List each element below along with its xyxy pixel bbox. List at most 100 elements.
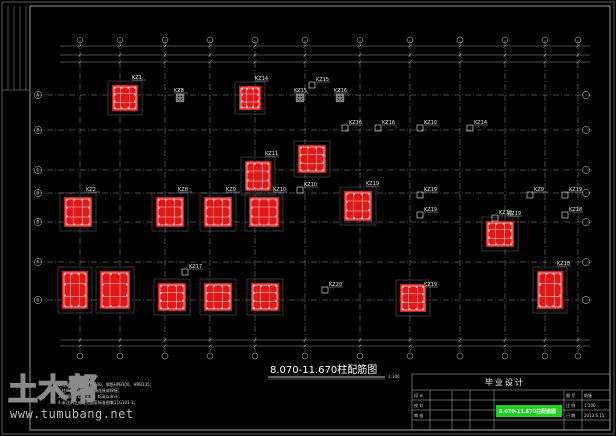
rebar-dot: [180, 199, 182, 201]
rebar-dot: [180, 223, 182, 225]
rebar-dot: [158, 215, 160, 217]
rebar-dot: [126, 305, 128, 307]
rebar-dot: [64, 305, 66, 307]
rebar-dot: [267, 171, 269, 173]
rebar-dot: [342, 94, 344, 96]
axis-bubble: [161, 352, 169, 360]
column-stirrup: [487, 222, 513, 246]
column-dim-frame: [199, 278, 237, 316]
rebar-dot: [251, 199, 253, 201]
column-concrete: [62, 271, 88, 309]
column-label: KZ10: [304, 182, 317, 188]
column-marker: [296, 186, 304, 194]
rebar-dot: [346, 217, 348, 219]
dimension-tick: [408, 60, 412, 64]
dimension-tick: [543, 338, 547, 342]
rebar-dot: [296, 94, 298, 96]
column-marker: [491, 214, 499, 222]
dimension-tick: [303, 53, 307, 57]
column-label: KZ1: [132, 75, 142, 81]
column-marker: [416, 191, 424, 199]
axis-bubble: [206, 36, 214, 44]
dimension-tick: [78, 60, 82, 64]
rebar-dot: [228, 223, 230, 225]
column-label: KZ8: [178, 187, 188, 193]
rebar-dot: [267, 187, 269, 189]
column-concrete: [100, 271, 130, 309]
rebar-dot: [64, 273, 66, 275]
rebar-dot: [488, 223, 490, 225]
dimension-tick: [503, 53, 507, 57]
rebar-dot: [302, 98, 304, 100]
axis-bubble: [574, 352, 582, 360]
rebar-dot: [180, 207, 182, 209]
rebar-dot: [158, 207, 160, 209]
column-dim-frame: [240, 156, 276, 196]
rebar-dot: [134, 100, 136, 103]
axis-bubble: [34, 296, 42, 304]
dimension-lines: [60, 44, 590, 348]
column-stirrup: [205, 198, 231, 226]
tb-cell-9: 2013.6.15: [584, 413, 605, 418]
rebar-dot: [510, 229, 512, 232]
rebar-dot: [228, 307, 230, 309]
rebar-dot: [322, 161, 324, 164]
rebar-dot: [247, 179, 249, 181]
rebar-dot: [253, 299, 255, 302]
rebar-dot: [126, 283, 128, 286]
dimension-tick: [543, 60, 547, 64]
watermark-logo: 土木帮: [8, 373, 98, 408]
axis-bubble: [582, 296, 590, 304]
note-2: 2.柱纵筋连接采用机械连接或焊接；: [58, 387, 122, 393]
rebar-dot: [247, 171, 249, 173]
rebar-dot: [160, 292, 162, 295]
rebar-dot: [296, 98, 298, 100]
axis-label: F: [37, 260, 40, 265]
rebar-dot: [251, 88, 254, 90]
axis-bubble: [356, 352, 364, 360]
axis-bubble: [501, 352, 509, 360]
column-marker: [526, 191, 534, 199]
rebar-dot: [172, 199, 175, 201]
column-dim-frame: [293, 140, 331, 178]
rebar-dot: [114, 100, 116, 103]
column-section: [240, 156, 276, 196]
column-label: KZ20: [329, 282, 342, 288]
rebar-dot: [247, 163, 249, 165]
rebar-dot: [176, 94, 178, 96]
axis-bubble: [161, 36, 169, 44]
rebar-dot: [336, 98, 338, 100]
dimension-tick: [543, 44, 547, 48]
column-section: [199, 192, 237, 232]
column-dim-frame: [234, 81, 266, 115]
rebar-dot: [80, 223, 83, 225]
rebar-dot: [167, 285, 170, 287]
rebar-dot: [353, 193, 356, 195]
rebar-dot: [495, 243, 498, 245]
column-section: [339, 186, 377, 226]
rebar-dot: [102, 283, 104, 286]
dimension-tick: [358, 344, 362, 348]
dimension-tick: [303, 344, 307, 348]
rebar-dot: [241, 106, 243, 108]
rebar-dot: [408, 286, 411, 288]
column-section: [153, 278, 191, 316]
column-marker: [181, 268, 189, 276]
rebar-dot: [422, 286, 424, 288]
rebar-dot: [213, 307, 216, 309]
dimension-tick: [576, 338, 580, 342]
rebar-dot: [559, 283, 561, 286]
axis-bubble: [301, 352, 309, 360]
column-section: [293, 140, 331, 178]
column-stirrup: [240, 87, 260, 109]
column-marker: [416, 124, 424, 132]
rebar-dot: [220, 307, 223, 309]
column-concrete: [344, 191, 372, 221]
rebar-dot: [118, 305, 120, 307]
column-label: KZ10: [273, 187, 286, 193]
column-stirrup: [401, 285, 425, 311]
rebar-dot: [206, 207, 208, 209]
rebar-dot: [422, 293, 424, 296]
rebar-dot: [206, 299, 208, 302]
rebar-dot: [84, 273, 86, 275]
